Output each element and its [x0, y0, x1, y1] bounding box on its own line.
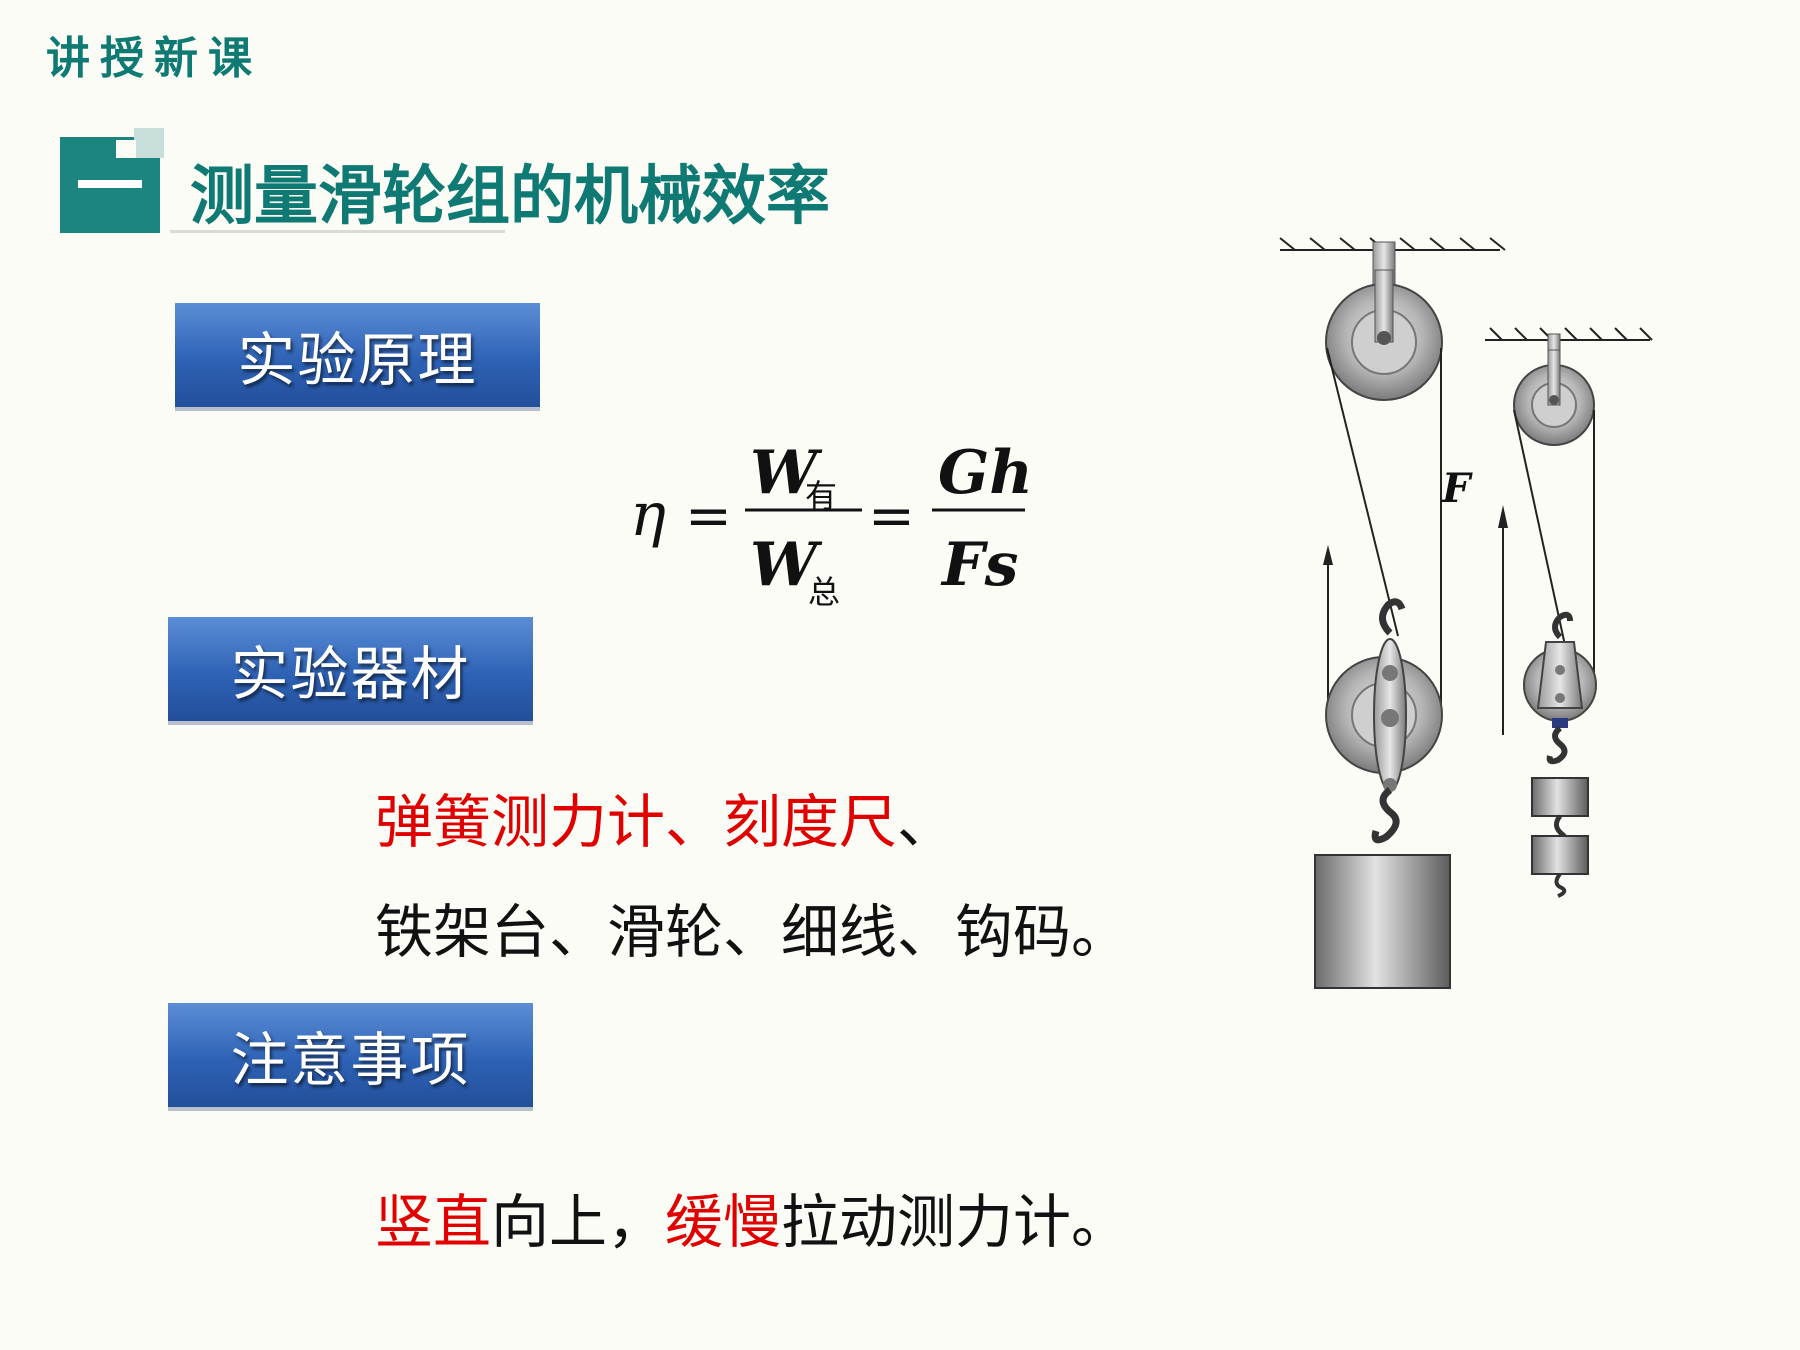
- notes-text-2: 拉动测力计。: [781, 1188, 1130, 1256]
- weight-2: [1531, 835, 1589, 875]
- section-underline: [170, 230, 505, 233]
- formula-fs: Fs: [940, 530, 1018, 600]
- equipment-line-1: 弹簧测力计、刻度尺、: [375, 775, 955, 859]
- left-arrow-up-1: [1323, 545, 1333, 565]
- pulley-diagram: F: [1279, 237, 1653, 989]
- right-arrow-up: [1498, 505, 1508, 528]
- formula-w-useful: W: [750, 438, 823, 508]
- section-badge-notch: [116, 140, 136, 158]
- formula-equals-1: =: [685, 484, 732, 549]
- heavy-weight: [1314, 854, 1451, 989]
- equipment-highlight: 弹簧测力计、刻度尺: [375, 788, 898, 856]
- left-top-hook: [1379, 598, 1406, 636]
- notes-text-1: 向上，: [491, 1188, 666, 1256]
- equipment-line-2: 铁架台、滑轮、细线、钩码。: [375, 898, 1130, 966]
- right-ceiling: [1485, 327, 1653, 341]
- right-ropes: [1513, 409, 1595, 685]
- weight-1: [1531, 777, 1589, 817]
- formula-eta: η: [630, 480, 666, 550]
- tag-equipment: 实验器材: [168, 617, 533, 725]
- notes-line: 竖直向上，缓慢拉动测力计。: [375, 1175, 1129, 1259]
- left-ropes: [1326, 347, 1442, 716]
- tag-notes: 注意事项: [168, 1003, 533, 1111]
- left-bottom-hook: [1371, 787, 1400, 844]
- notes-highlight-1: 竖直: [375, 1188, 492, 1256]
- efficiency-formula: η = W 有 W 总 = Gh Fs: [630, 438, 1033, 611]
- equipment-line-1-tail: 、: [897, 788, 956, 856]
- right-top-hook: [1552, 611, 1573, 640]
- lesson-label: 讲授新课: [46, 33, 262, 84]
- section-title: 测量滑轮组的机械效率: [190, 160, 830, 234]
- formula-w-total: W: [750, 530, 823, 600]
- section-badge-accent: [134, 128, 164, 158]
- formula-equals-2: =: [868, 484, 915, 549]
- section-number-dash: [78, 180, 142, 188]
- formula-gh: Gh: [938, 438, 1033, 508]
- notes-highlight-2: 缓慢: [665, 1188, 782, 1256]
- tag-principle: 实验原理: [175, 303, 540, 411]
- force-label: F: [1441, 465, 1473, 512]
- formula-total-sub: 总: [808, 573, 840, 611]
